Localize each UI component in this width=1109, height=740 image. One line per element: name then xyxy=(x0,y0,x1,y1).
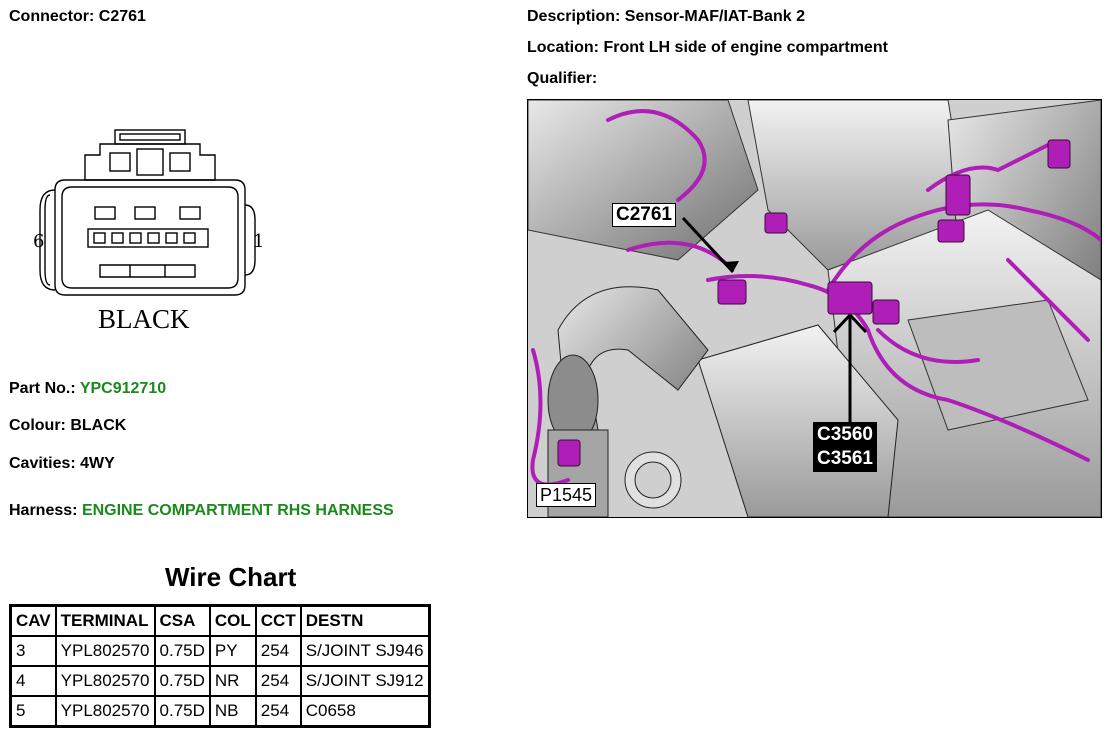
location-value: Front LH side of engine compartment xyxy=(603,39,888,56)
cell-terminal: YPL802570 xyxy=(55,666,155,696)
cell-cct: 254 xyxy=(255,696,301,726)
part-no-line: Part No.: YPC912710 xyxy=(9,380,166,398)
callout-c3560-c3561: C3560 C3561 xyxy=(813,422,877,472)
qualifier-label: Qualifier: xyxy=(527,70,598,87)
cell-cct: 254 xyxy=(255,666,301,696)
header-cav: CAV xyxy=(11,606,56,636)
cell-cct: 254 xyxy=(255,636,301,666)
wire-chart-title: Wire Chart xyxy=(165,562,297,592)
description-value: Sensor-MAF/IAT-Bank 2 xyxy=(624,8,805,25)
cell-cav: 4 xyxy=(11,666,56,696)
callout-p1545: P1545 xyxy=(536,483,597,507)
location-line: Location: Front LH side of engine compar… xyxy=(527,39,888,57)
header-terminal: TERMINAL xyxy=(55,606,155,636)
cell-terminal: YPL802570 xyxy=(55,636,155,666)
harness-link[interactable]: ENGINE COMPARTMENT RHS HARNESS xyxy=(81,502,394,519)
cell-terminal: YPL802570 xyxy=(55,696,155,726)
connector-label: Connector: xyxy=(9,8,95,25)
table-row: 5 YPL802570 0.75D NB 254 C0658 xyxy=(11,696,429,726)
cell-destn: C0658 xyxy=(300,696,429,726)
cell-destn: S/JOINT SJ912 xyxy=(300,666,429,696)
header-csa: CSA xyxy=(154,606,210,636)
header-cct: CCT xyxy=(255,606,301,636)
colour-label: Colour: xyxy=(9,417,66,434)
location-label: Location: xyxy=(527,39,599,56)
cell-cav: 3 xyxy=(11,636,56,666)
connector-value: C2761 xyxy=(98,8,146,25)
colour-line: Colour: BLACK xyxy=(9,417,126,435)
part-no-label: Part No.: xyxy=(9,380,76,397)
wire-chart-header-row: CAV TERMINAL CSA COL CCT DESTN xyxy=(11,606,429,636)
connector-colour-text: BLACK xyxy=(98,304,190,334)
cell-col: NR xyxy=(209,666,256,696)
colour-value: BLACK xyxy=(70,417,127,434)
pin-right-number: 1 xyxy=(253,231,264,252)
wire-chart-table: CAV TERMINAL CSA COL CCT DESTN 3 YPL8025… xyxy=(9,604,431,728)
cell-csa: 0.75D xyxy=(154,696,210,726)
description-label: Description: xyxy=(527,8,621,25)
connector-line: Connector: C2761 xyxy=(9,8,146,26)
pin-left-number: 6 xyxy=(33,231,44,252)
cavities-label: Cavities: xyxy=(9,455,76,472)
harness-line: Harness: ENGINE COMPARTMENT RHS HARNESS xyxy=(9,502,394,520)
cavities-line: Cavities: 4WY xyxy=(9,455,115,473)
callout-c3560: C3560 xyxy=(817,424,873,445)
table-row: 3 YPL802570 0.75D PY 254 S/JOINT SJ946 xyxy=(11,636,429,666)
table-row: 4 YPL802570 0.75D NR 254 S/JOINT SJ912 xyxy=(11,666,429,696)
callout-c2761: C2761 xyxy=(612,203,676,227)
connector-face-diagram: 6 1 BLACK xyxy=(33,129,264,334)
cell-col: PY xyxy=(209,636,256,666)
cell-cav: 5 xyxy=(11,696,56,726)
cell-csa: 0.75D xyxy=(154,666,210,696)
cavities-value: 4WY xyxy=(80,455,115,472)
part-no-link[interactable]: YPC912710 xyxy=(79,380,167,397)
engine-location-photo: C2761 C3560 C3561 P1545 xyxy=(527,99,1102,518)
header-col: COL xyxy=(209,606,256,636)
description-line: Description: Sensor-MAF/IAT-Bank 2 xyxy=(527,8,805,26)
harness-label: Harness: xyxy=(9,502,78,519)
cell-col: NB xyxy=(209,696,256,726)
header-destn: DESTN xyxy=(300,606,429,636)
qualifier-line: Qualifier: xyxy=(527,70,597,88)
callout-c3561: C3561 xyxy=(817,448,873,469)
cell-csa: 0.75D xyxy=(154,636,210,666)
cell-destn: S/JOINT SJ946 xyxy=(300,636,429,666)
